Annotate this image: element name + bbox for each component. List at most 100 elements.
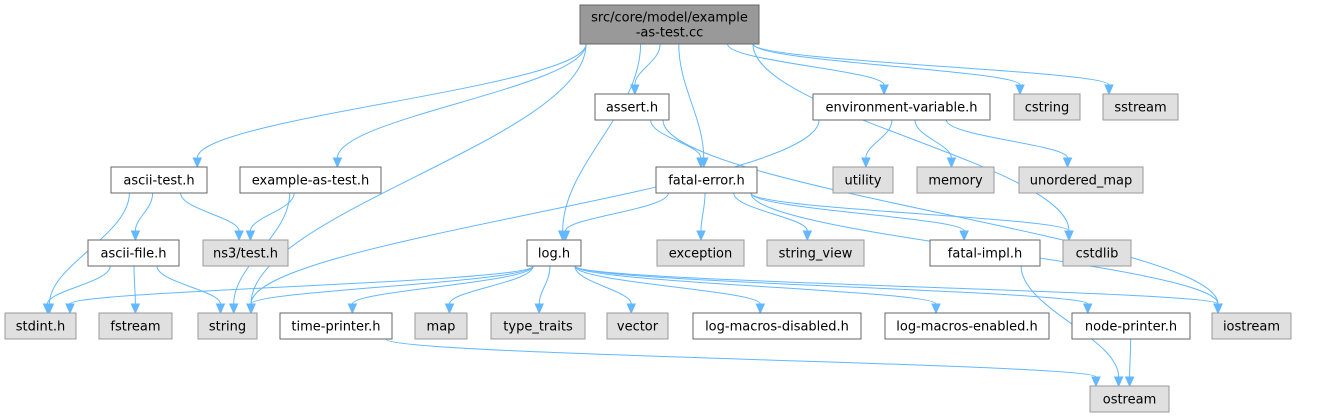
node-envvar[interactable]: environment-variable.h [812,93,991,121]
arrowhead [246,303,256,315]
edge-line [133,265,136,305]
edge-asciifile-to-stdint [42,265,111,315]
arrowhead [560,230,571,242]
node-box [832,166,894,194]
edge-log-to-map [444,265,534,315]
edge-asciifile-to-fstream [130,265,141,315]
arrowhead [245,230,256,242]
node-fatalimpl[interactable]: fatal-impl.h [929,239,1041,267]
edge-line [727,43,885,86]
edge-root-to-assert [630,43,661,96]
edge-fatalerror-to-log [560,192,669,242]
edge-envvar-to-unordered_map [945,119,1073,169]
node-string_view: string_view [766,239,865,267]
arrowhead [802,230,813,242]
node-label: sstream [1114,101,1166,116]
edge-envvar-to-utility [861,119,893,169]
edge-line [678,43,705,159]
node-exastest[interactable]: example-as-test.h [239,166,382,194]
node-box [490,312,586,340]
node-logmacrosenabled[interactable]: log-macros-enabled.h [884,312,1050,340]
edge-line [733,192,808,232]
node-box [656,239,745,267]
edge-line [750,192,965,232]
node-box [1089,385,1170,413]
arrowhead [130,230,141,242]
node-memory: memory [916,166,995,194]
node-vector: vector [606,312,669,340]
edge-line [634,43,661,86]
node-box [1018,166,1144,194]
node-type_traits: type_traits [490,312,586,340]
node-label: log.h [538,247,570,262]
edge-line [156,265,221,305]
node-log[interactable]: log.h [526,239,582,267]
node-nodeprinter[interactable]: node-printer.h [1071,312,1191,340]
arrowhead [534,303,544,315]
node-assert[interactable]: assert.h [594,93,670,121]
edge-root-to-cstdlib [752,43,1074,242]
arrowhead [1104,84,1114,96]
arrowhead [332,157,343,169]
edge-line [336,43,587,159]
node-label: log-macros-enabled.h [896,320,1037,335]
node-box [87,239,180,267]
edge-line [1129,338,1132,378]
node-label: string [209,320,246,335]
edge-asciitest-to-ns3test [180,192,244,242]
edge-line [574,265,632,305]
node-string: string [197,312,258,340]
node-ostream: ostream [1089,385,1170,413]
node-cstring: cstring [1013,93,1081,121]
node-label: map [427,320,456,335]
node-fatalerror[interactable]: fatal-error.h [655,166,758,194]
node-box [692,312,862,340]
node-label: memory [928,174,983,189]
node-box [4,312,77,340]
edge-line [562,43,642,232]
edge-asciitest-to-asciifile [130,192,154,242]
node-asciitest[interactable]: ascii-test.h [110,166,208,194]
node-fstream: fstream [98,312,173,340]
edge-line [180,192,240,232]
arrowhead [626,303,637,315]
node-label: utility [845,174,882,189]
node-box [197,312,258,340]
edge-log-to-logmacrosdisabled [574,265,766,315]
edge-assert-to-iostream [662,119,1223,315]
node-label: src/core/model/example [591,11,748,26]
node-box [1071,312,1191,340]
node-logmacrosdisabled[interactable]: log-macros-disabled.h [692,312,862,340]
edge-line [750,192,1070,232]
node-map: map [414,312,468,340]
node-box [1211,312,1292,340]
node-label: ascii-test.h [123,174,194,189]
edge-fatalerror-to-string_view [733,192,813,242]
edge-root-to-exastest [332,43,587,169]
node-label: time-printer.h [291,320,380,335]
edge-line [574,265,1219,305]
node-unordered_map: unordered_map [1018,166,1144,194]
node-stdint: stdint.h [4,312,77,340]
node-utility: utility [832,166,894,194]
node-box [812,93,991,121]
node-box [414,312,468,340]
edge-line [574,265,937,305]
node-timeprinter[interactable]: time-printer.h [279,312,393,340]
edge-log-to-stdint [65,265,534,315]
edge-line [752,43,1070,232]
node-box [594,93,670,121]
arrowhead [234,230,244,242]
node-label: ostream [1103,393,1157,408]
node-label: cstring [1025,101,1069,116]
edge-line [250,43,587,305]
arrowhead [130,303,141,315]
arrowhead [1064,230,1074,242]
arrowhead [1062,157,1073,169]
edge-line [650,119,702,159]
arrowhead [1015,84,1025,96]
node-asciifile[interactable]: ascii-file.h [87,239,180,267]
edge-log-to-string [246,265,534,315]
node-box [1102,93,1179,121]
edge-line [250,119,820,305]
